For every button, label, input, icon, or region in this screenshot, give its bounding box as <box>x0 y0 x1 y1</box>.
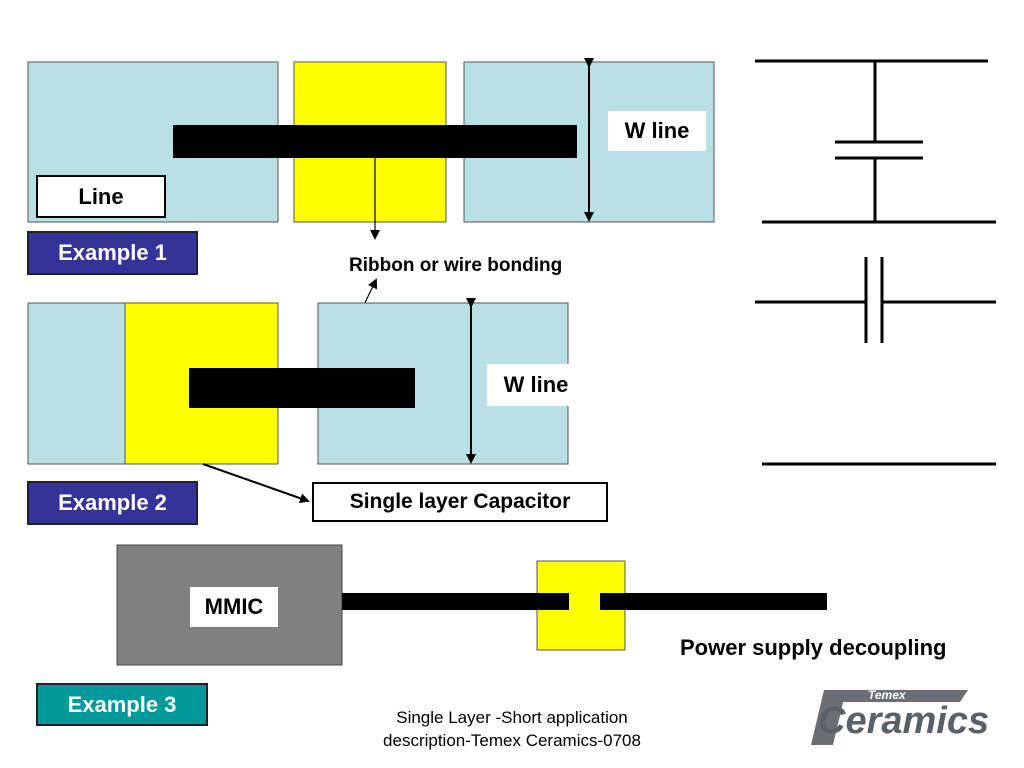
example3-line-left <box>342 593 569 610</box>
capacitor-series-symbol-icon <box>755 257 996 343</box>
power-supply-decoupling-label: Power supply decoupling <box>680 635 947 660</box>
w-line-label-1: W line <box>608 111 706 151</box>
capacitor-callout-arrow <box>202 463 310 504</box>
mmic-label: MMIC <box>190 587 278 627</box>
footer-caption: Single Layer -Short application descript… <box>332 706 692 752</box>
ribbon-bonding-label: Ribbon or wire bonding <box>349 255 563 276</box>
example1-ribbon <box>173 125 577 158</box>
footer-line-2: description-Temex Ceramics-0708 <box>383 731 641 750</box>
footer-line-1: Single Layer -Short application <box>396 708 628 727</box>
w-line-label-2: W line <box>487 364 585 406</box>
logo-brand-text: Temex <box>868 688 906 702</box>
example-2-badge: Example 2 <box>27 481 198 525</box>
capacitor-shunt-symbol-icon <box>755 59 996 224</box>
example3-line-right <box>600 593 827 610</box>
example-3-badge: Example 3 <box>36 683 208 726</box>
logo-name-text: Ceramics <box>818 700 990 742</box>
example2-ribbon <box>189 368 415 408</box>
example-1-badge: Example 1 <box>27 231 198 275</box>
temex-ceramics-logo-icon <box>811 690 968 745</box>
single-layer-capacitor-label: Single layer Capacitor <box>312 482 608 522</box>
line-label: Line <box>36 175 166 218</box>
